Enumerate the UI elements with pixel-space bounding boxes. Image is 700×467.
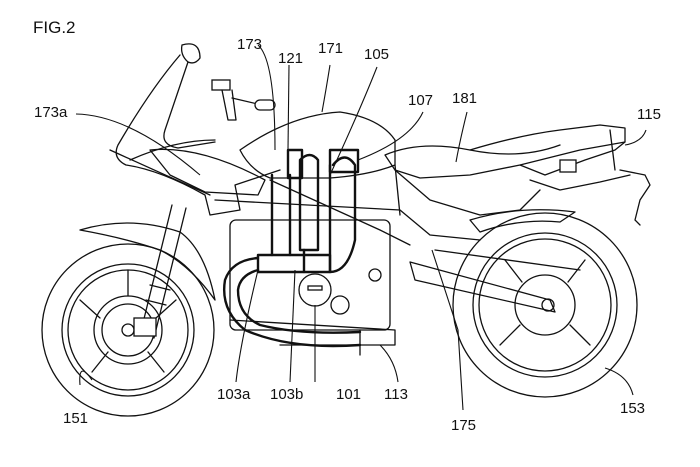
side-cover <box>149 148 266 196</box>
label-171: 171 <box>318 40 344 57</box>
leader-175 <box>431 249 464 411</box>
label-121: 121 <box>278 50 304 67</box>
leader-153 <box>604 367 634 396</box>
leader-103a <box>235 269 259 383</box>
seat <box>384 124 626 179</box>
rear-wheel <box>452 212 638 398</box>
tail-section <box>519 129 651 226</box>
rear-fender <box>469 209 576 233</box>
frame <box>214 164 541 246</box>
exhaust-pipes <box>223 173 362 348</box>
label-115: 115 <box>637 106 661 123</box>
intake-ducts <box>286 148 360 274</box>
label-175: 175 <box>451 417 477 434</box>
leader-103b <box>289 269 296 383</box>
label-103b: 103b <box>270 386 304 403</box>
label-103a: 103a <box>217 386 251 403</box>
front-fairing <box>109 43 281 216</box>
label-153: 153 <box>620 400 646 417</box>
handlebar <box>211 79 276 121</box>
front-wheel <box>41 243 215 417</box>
leader-113 <box>379 344 399 383</box>
leader-107 <box>357 111 424 161</box>
leader-173 <box>257 44 276 151</box>
leader-lines <box>75 44 647 411</box>
leader-115 <box>624 129 647 146</box>
swing-arm <box>409 249 581 313</box>
fuel-tank <box>239 111 396 179</box>
label-105: 105 <box>364 46 390 63</box>
label-101: 101 <box>336 386 362 403</box>
leader-105 <box>329 66 378 176</box>
leader-181 <box>455 111 468 163</box>
label-107: 107 <box>408 92 434 109</box>
front-fender <box>79 222 216 301</box>
leader-171 <box>321 64 331 113</box>
leader-173a <box>75 113 201 176</box>
front-fork <box>133 204 187 339</box>
leader-151 <box>79 370 93 386</box>
figure-title: FIG.2 <box>33 18 76 37</box>
label-173a: 173a <box>34 104 68 121</box>
label-181: 181 <box>452 90 478 107</box>
label-151: 151 <box>63 410 89 427</box>
leader-121 <box>287 64 290 151</box>
label-173: 173 <box>237 36 263 53</box>
label-113: 113 <box>384 386 408 403</box>
